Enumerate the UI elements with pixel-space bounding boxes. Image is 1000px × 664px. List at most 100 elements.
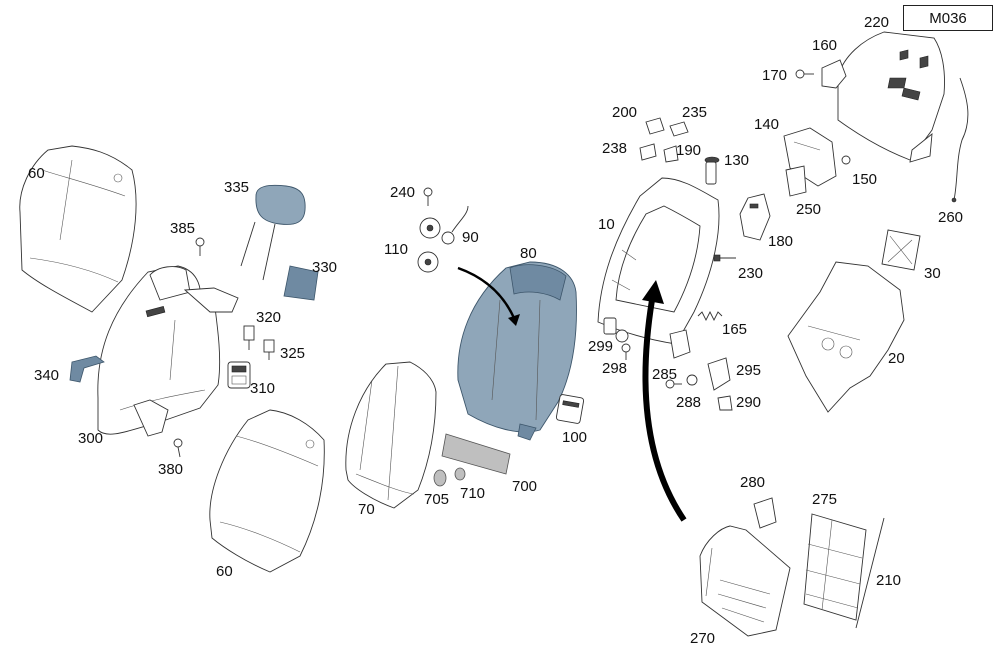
part-700-trim-strip[interactable] xyxy=(441,433,511,475)
part-295-bracket[interactable] xyxy=(707,357,731,391)
part-165-spring[interactable] xyxy=(697,310,723,322)
label-710: 710 xyxy=(460,485,485,502)
label-235: 235 xyxy=(682,104,707,121)
part-230-bolt[interactable] xyxy=(713,254,736,262)
label-70: 70 xyxy=(358,501,375,518)
label-238: 238 xyxy=(602,140,627,157)
part-100-module[interactable] xyxy=(555,394,585,424)
label-298: 298 xyxy=(602,360,627,377)
label-110: 110 xyxy=(384,241,408,258)
label-280: 280 xyxy=(740,474,765,491)
label-335: 335 xyxy=(224,179,249,196)
part-325-guide[interactable] xyxy=(263,339,275,360)
label-330: 330 xyxy=(312,259,337,276)
label-385: 385 xyxy=(170,220,195,237)
part-150-screw[interactable] xyxy=(841,155,851,165)
part-10-backrest-frame[interactable] xyxy=(597,177,720,359)
label-295: 295 xyxy=(736,362,761,379)
part-330-cover-panel[interactable] xyxy=(283,265,319,301)
part-235-clip[interactable] xyxy=(669,121,689,137)
part-340-bracket[interactable] xyxy=(69,355,105,383)
part-110-knob[interactable] xyxy=(417,251,439,273)
label-230: 230 xyxy=(738,265,763,282)
part-180-bracket[interactable] xyxy=(739,193,771,241)
label-165: 165 xyxy=(722,321,747,338)
label-288: 288 xyxy=(676,394,701,411)
label-60-top: 60 xyxy=(28,165,45,182)
label-270: 270 xyxy=(690,630,715,647)
label-200: 200 xyxy=(612,104,637,121)
label-700: 700 xyxy=(512,478,537,495)
part-130-plug[interactable] xyxy=(704,156,720,185)
arrow-to-foam xyxy=(457,266,520,326)
part-380-screw[interactable] xyxy=(173,438,183,458)
label-220: 220 xyxy=(864,14,889,31)
diagram-code: M036 xyxy=(929,9,967,27)
label-325: 325 xyxy=(280,345,305,362)
label-250: 250 xyxy=(796,201,821,218)
part-300-backrest-shell[interactable] xyxy=(97,265,239,437)
part-170-screw[interactable] xyxy=(795,69,814,79)
label-30: 30 xyxy=(924,265,941,282)
label-210: 210 xyxy=(876,572,901,589)
part-320-guide[interactable] xyxy=(243,325,255,350)
label-290: 290 xyxy=(736,394,761,411)
label-310: 310 xyxy=(250,380,275,397)
part-240-screw[interactable] xyxy=(423,187,433,206)
label-150: 150 xyxy=(852,171,877,188)
label-299: 299 xyxy=(588,338,613,355)
label-275: 275 xyxy=(812,491,837,508)
part-70-backrest-trim[interactable] xyxy=(345,361,437,509)
part-288-washer[interactable] xyxy=(686,374,698,386)
arrow-to-frame xyxy=(642,280,687,522)
label-10: 10 xyxy=(598,216,615,233)
label-340: 340 xyxy=(34,367,59,384)
part-270-lumbar-support[interactable] xyxy=(699,525,791,637)
label-170: 170 xyxy=(762,67,787,84)
part-705-cap[interactable] xyxy=(433,469,447,487)
label-160: 160 xyxy=(812,37,837,54)
label-90: 90 xyxy=(462,229,479,246)
part-280-module[interactable] xyxy=(753,497,777,529)
label-285: 285 xyxy=(652,366,677,383)
part-number-labels: 60 385 335 330 320 325 310 340 300 380 6… xyxy=(28,14,963,647)
part-275-mat[interactable] xyxy=(803,513,867,621)
part-298-bolt[interactable] xyxy=(621,343,631,360)
label-300: 300 xyxy=(78,430,103,447)
label-705: 705 xyxy=(424,491,449,508)
label-60-bottom: 60 xyxy=(216,563,233,580)
part-220-back-panel[interactable] xyxy=(837,31,945,163)
part-60-bottom-cover[interactable] xyxy=(209,409,325,573)
part-210-rod[interactable] xyxy=(855,517,885,629)
label-20: 20 xyxy=(888,350,905,367)
part-285-bolt[interactable] xyxy=(665,379,682,389)
label-140: 140 xyxy=(754,116,779,133)
label-100: 100 xyxy=(562,429,587,446)
part-238-clip[interactable] xyxy=(639,143,657,161)
part-60-top-cover[interactable] xyxy=(19,145,137,313)
part-299-washer[interactable] xyxy=(615,329,629,343)
label-320: 320 xyxy=(256,309,281,326)
label-130: 130 xyxy=(724,152,749,169)
part-290-clip[interactable] xyxy=(717,395,733,411)
part-200-clip[interactable] xyxy=(645,117,665,135)
part-710-cap[interactable] xyxy=(454,467,466,481)
part-190-clip[interactable] xyxy=(663,145,679,163)
part-30-label[interactable] xyxy=(881,229,921,271)
part-80-backrest-foam[interactable] xyxy=(457,261,577,441)
part-250-bracket[interactable] xyxy=(785,165,807,197)
part-260-cable[interactable] xyxy=(951,77,969,203)
part-20-lower-frame[interactable] xyxy=(787,261,905,413)
part-160-latch[interactable] xyxy=(821,59,847,89)
part-385-screw[interactable] xyxy=(195,237,205,256)
label-80: 80 xyxy=(520,245,537,262)
part-335-headrest[interactable] xyxy=(240,184,306,281)
label-260: 260 xyxy=(938,209,963,226)
part-310-switch-unit[interactable] xyxy=(227,361,251,389)
label-180: 180 xyxy=(768,233,793,250)
part-90-knob[interactable] xyxy=(419,205,469,245)
diagram-code-box: M036 xyxy=(903,5,993,31)
label-190: 190 xyxy=(676,142,701,159)
label-240: 240 xyxy=(390,184,415,201)
